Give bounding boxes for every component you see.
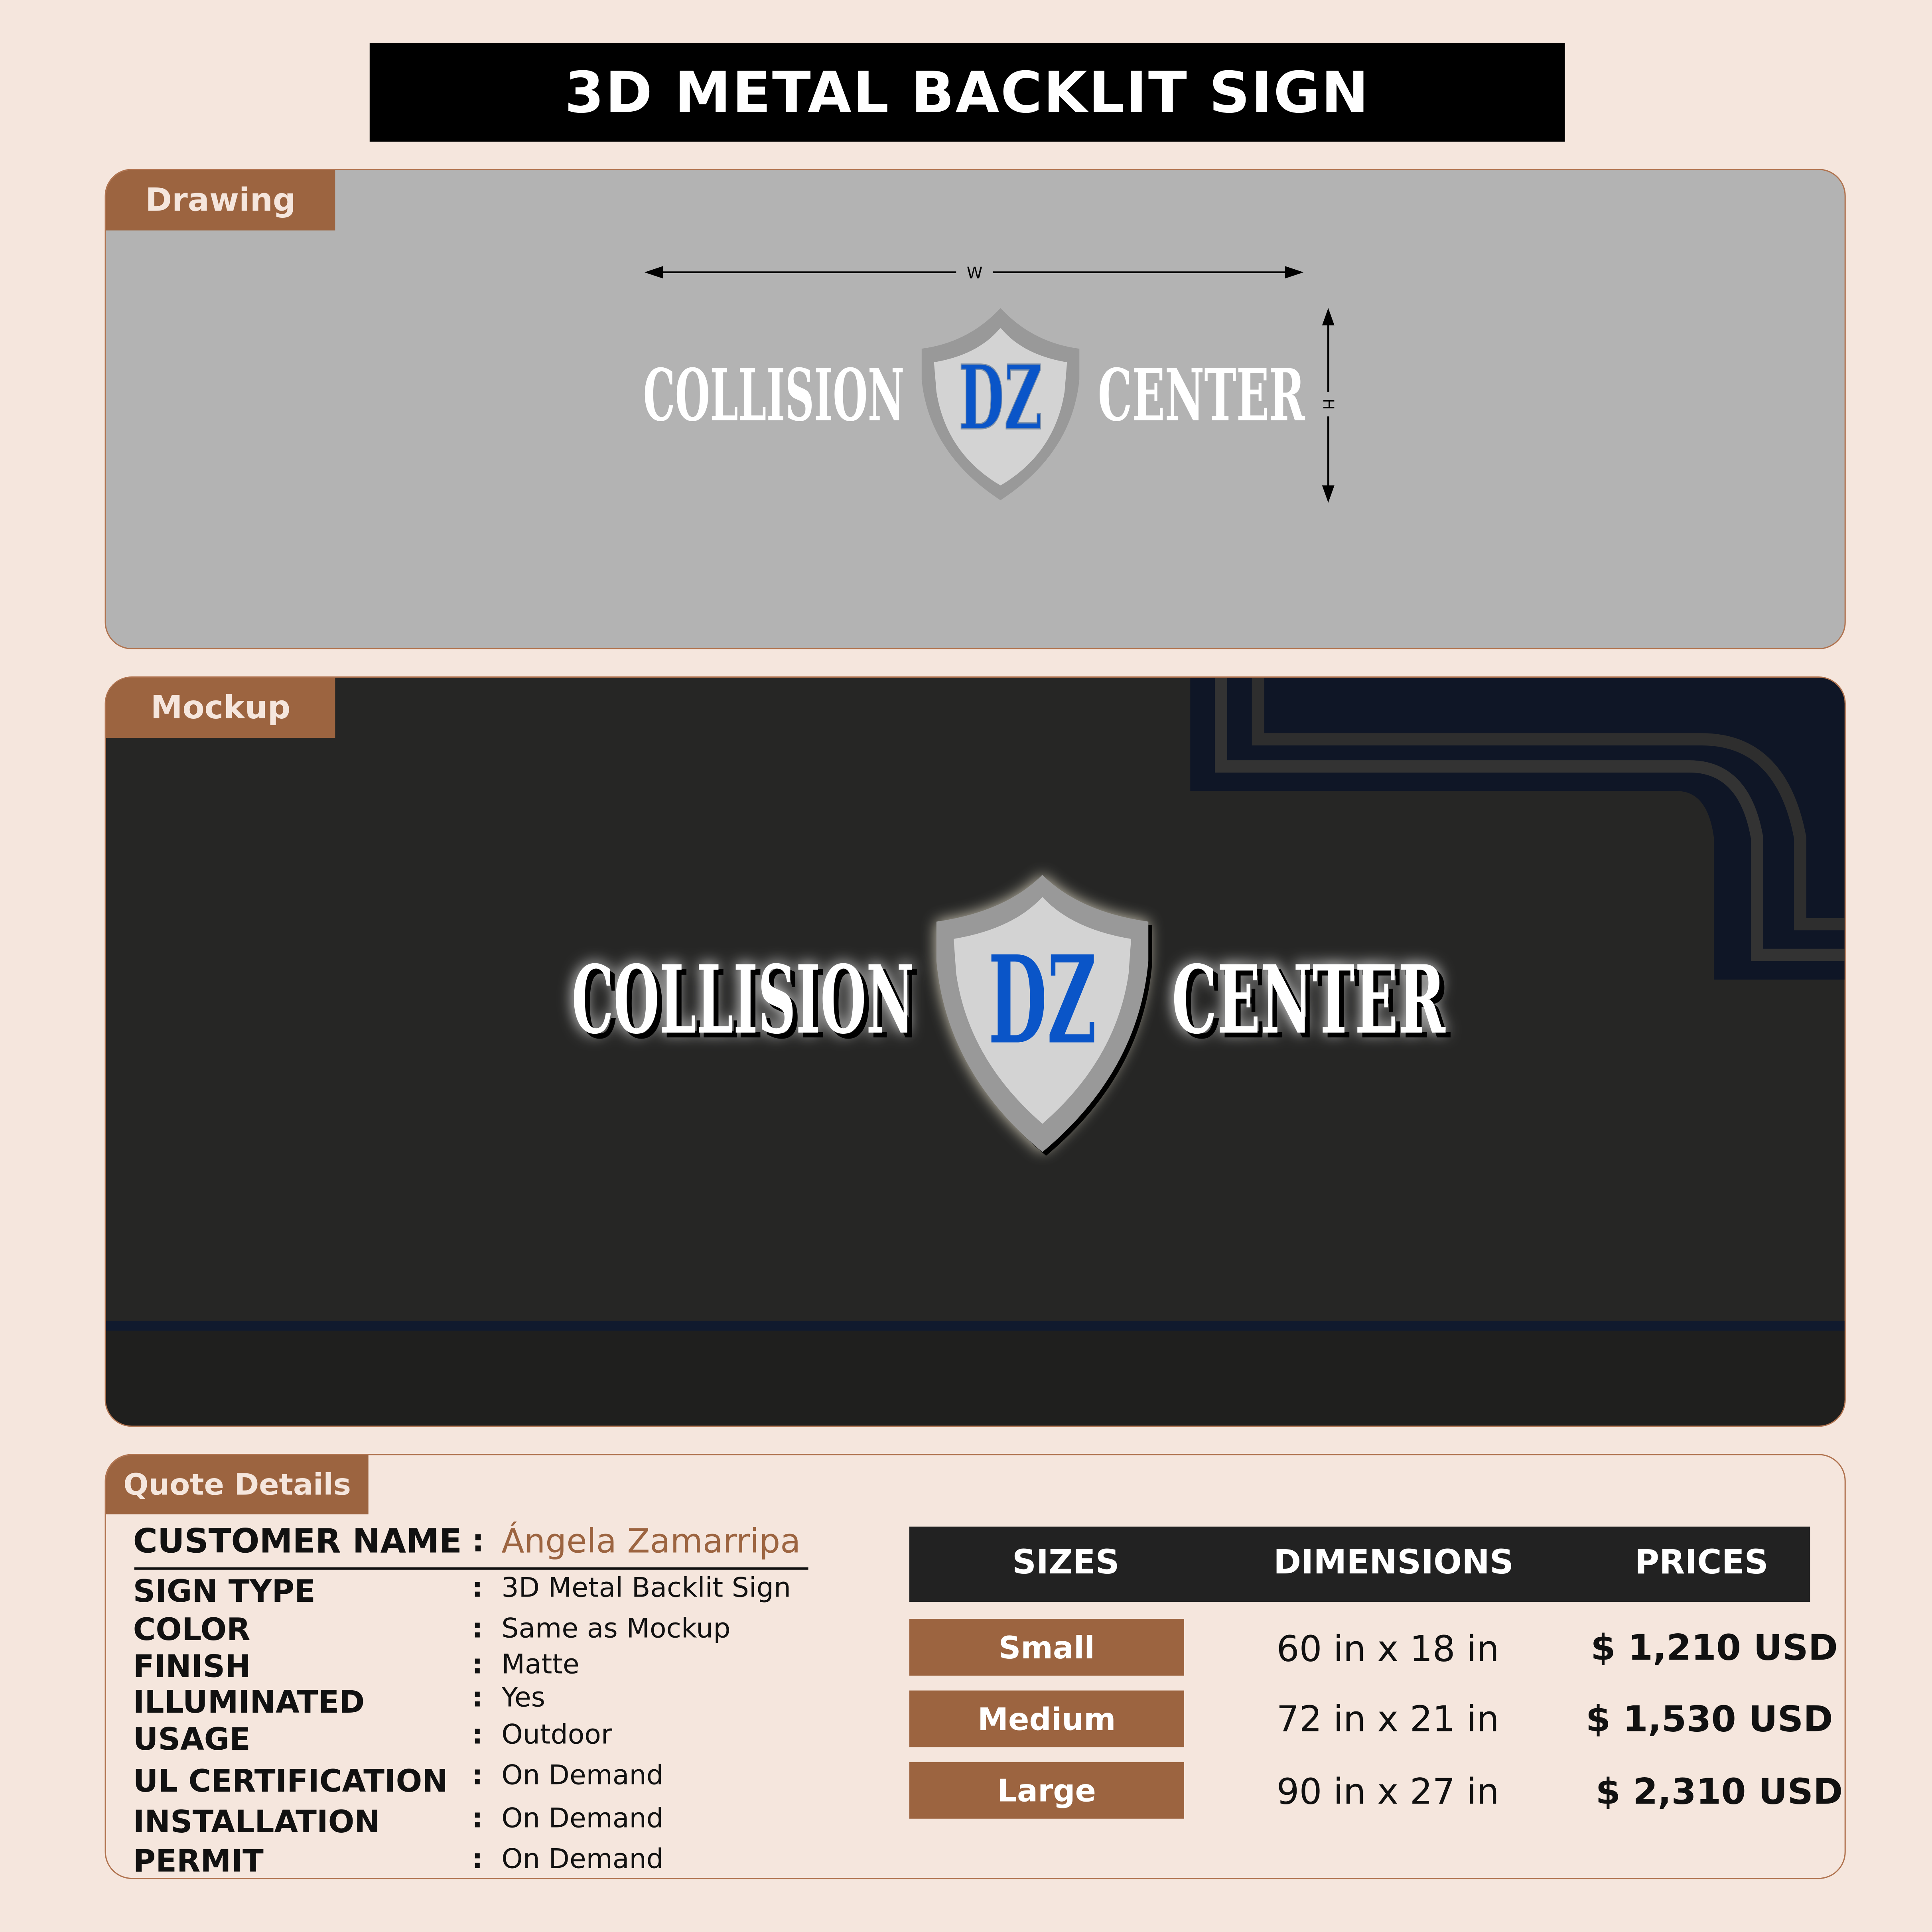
field-value: 3D Metal Backlit Sign — [501, 1573, 791, 1605]
page-title: 3D METAL BACKLIT SIGN — [369, 43, 1565, 142]
drawing-svg: W H DZ COLLISION CENTER — [643, 264, 1337, 503]
colon: : — [472, 1804, 483, 1835]
colon: : — [472, 1760, 483, 1792]
field-label: ILLUMINATED — [133, 1684, 365, 1720]
drawing-logo: DZ COLLISION CENTER — [643, 308, 1305, 501]
colon: : — [472, 1573, 483, 1605]
customer-underline — [134, 1567, 808, 1570]
header-dimensions: DIMENSIONS — [1274, 1544, 1514, 1582]
size-large-button[interactable]: Large — [909, 1762, 1184, 1819]
field-label: INSTALLATION — [133, 1804, 380, 1840]
mockup-logo-left-word: COLLISION — [572, 945, 914, 1055]
mockup-logo-right-glow: CENTER — [1172, 945, 1446, 1055]
field-value: On Demand — [501, 1804, 664, 1835]
price-large: $ 2,310 USD — [1595, 1770, 1843, 1813]
price-small: $ 1,210 USD — [1591, 1626, 1838, 1668]
quote-tab-label: Quote Details — [106, 1455, 369, 1514]
colon: : — [472, 1844, 483, 1875]
width-marker: W — [967, 264, 983, 282]
width-dimension-arrow: W — [644, 264, 1304, 282]
dimensions-large: 90 in x 27 in — [1276, 1770, 1499, 1813]
field-label: UL CERTIFICATION — [133, 1763, 448, 1799]
dimensions-medium: 72 in x 21 in — [1276, 1698, 1499, 1740]
mockup-logo-left-glow: COLLISION — [572, 945, 914, 1055]
price-medium: $ 1,530 USD — [1585, 1698, 1833, 1740]
field-value: On Demand — [501, 1760, 664, 1792]
field-label: COLOR — [133, 1611, 250, 1648]
size-small-button[interactable]: Small — [909, 1619, 1184, 1676]
mockup-logo-monogram: DZ — [988, 930, 1097, 1071]
dimensions-small: 60 in x 18 in — [1276, 1627, 1499, 1670]
logo-left-word: COLLISION — [643, 353, 905, 437]
customer-name-value: Ángela Zamarripa — [501, 1523, 801, 1561]
mockup-logo: DZ COLLISION COLLISION COLLISION CENTER … — [572, 875, 1451, 1156]
field-value: On Demand — [501, 1844, 664, 1875]
mockup-scene: DZ COLLISION COLLISION COLLISION CENTER … — [106, 678, 1845, 1426]
field-label: USAGE — [133, 1721, 250, 1757]
drawing-panel: Drawing W H DZ COLLISION CENTE — [104, 169, 1846, 650]
drawing-tab-label: Drawing — [106, 170, 335, 231]
colon: : — [472, 1720, 483, 1751]
header-sizes: SIZES — [1012, 1544, 1120, 1582]
mockup-logo-right-shadow: CENTER — [1177, 950, 1451, 1060]
colon: : — [472, 1614, 483, 1645]
field-value: Yes — [501, 1683, 546, 1714]
colon: : — [472, 1683, 483, 1714]
customer-name-label: CUSTOMER NAME — [133, 1523, 462, 1561]
mockup-tab-label: Mockup — [106, 678, 335, 738]
logo-right-word: CENTER — [1098, 353, 1305, 437]
quote-details-panel: Quote Details CUSTOMER NAME : Ángela Zam… — [104, 1454, 1846, 1879]
field-value: Matte — [501, 1650, 580, 1681]
logo-monogram: DZ — [958, 346, 1042, 450]
price-table-header: SIZES DIMENSIONS PRICES — [909, 1526, 1810, 1602]
height-marker: H — [1320, 398, 1337, 410]
field-label: PERMIT — [133, 1843, 264, 1879]
size-medium-button[interactable]: Medium — [909, 1690, 1184, 1747]
height-dimension-arrow: H — [1320, 308, 1337, 503]
colon: : — [472, 1650, 483, 1681]
mockup-logo-right-word: CENTER — [1172, 945, 1446, 1055]
field-value: Outdoor — [501, 1720, 612, 1751]
field-value: Same as Mockup — [501, 1614, 731, 1645]
header-prices: PRICES — [1634, 1544, 1768, 1582]
mockup-panel: DZ COLLISION COLLISION COLLISION CENTER … — [104, 676, 1846, 1427]
field-label: SIGN TYPE — [133, 1573, 315, 1609]
colon: : — [472, 1523, 485, 1559]
field-label: FINISH — [133, 1648, 251, 1685]
mockup-logo-left-shadow: COLLISION — [577, 950, 919, 1060]
